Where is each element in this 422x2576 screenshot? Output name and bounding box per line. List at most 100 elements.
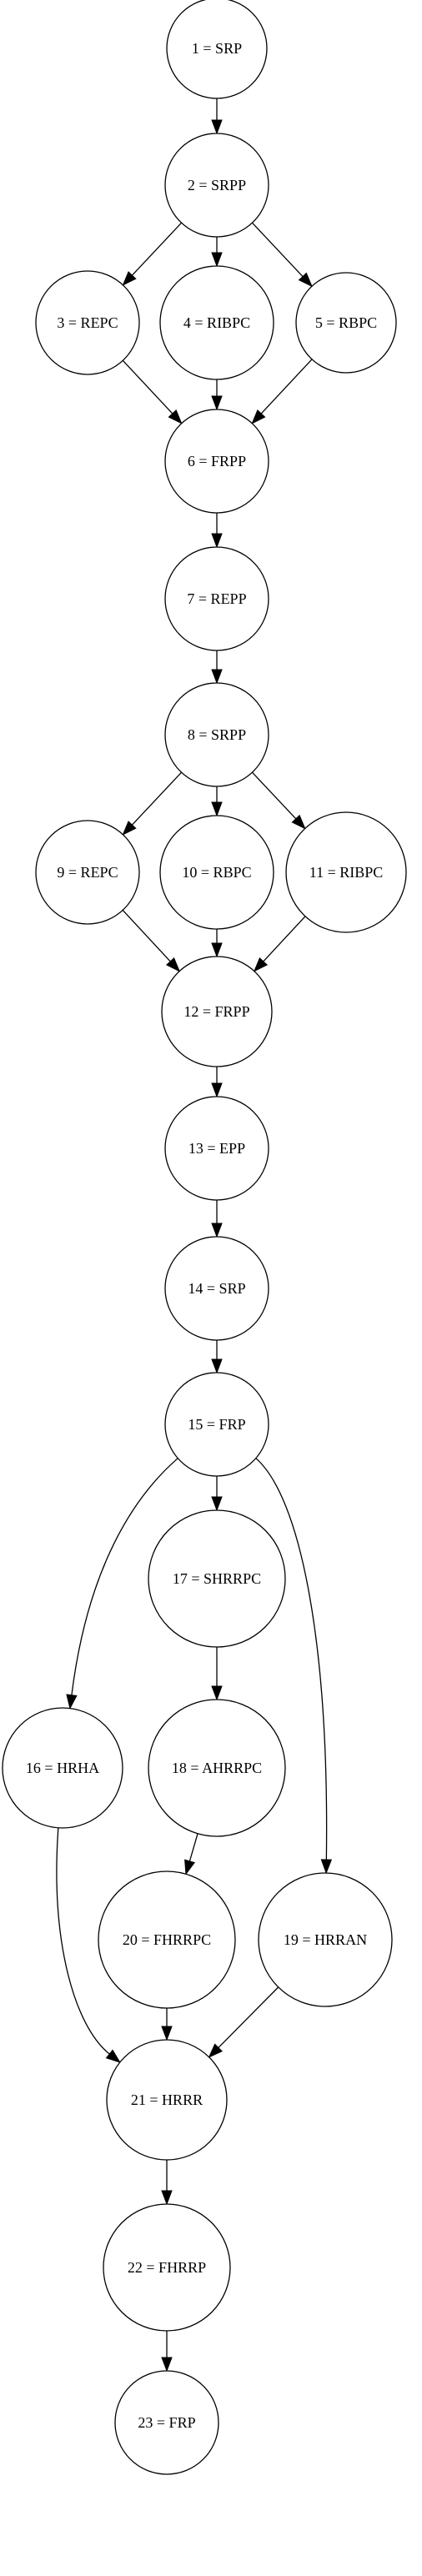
arrowhead-icon xyxy=(161,2190,173,2206)
diagram-edges xyxy=(56,98,333,2373)
node-circle xyxy=(164,133,269,238)
node-label: 4 = RIBPC xyxy=(183,314,250,331)
arrowhead-icon xyxy=(298,272,313,288)
arrowhead-icon xyxy=(251,409,266,424)
edge-line xyxy=(131,771,183,826)
arrowhead-icon xyxy=(122,271,137,286)
node-label: 5 = RBPC xyxy=(315,314,377,331)
arrowhead-icon xyxy=(211,1358,223,1374)
node-circle xyxy=(164,1372,269,1477)
node-circle xyxy=(148,1509,286,1648)
node-n2: 2 = SRPP xyxy=(164,133,269,238)
node-n23: 23 = FRP xyxy=(114,2370,219,2475)
node-label: 8 = SRPP xyxy=(188,726,246,743)
arrowhead-icon xyxy=(168,409,183,424)
node-label: 17 = SHRRPC xyxy=(173,1570,261,1587)
edge-n15-to-n19 xyxy=(255,1458,333,1875)
arrowhead-icon xyxy=(122,821,137,836)
edge-n16-to-n21 xyxy=(56,1827,121,2063)
edge-n9-to-n12 xyxy=(122,909,181,972)
edge-line xyxy=(251,222,304,278)
arrowhead-icon xyxy=(253,957,269,972)
edge-n1-to-n2 xyxy=(211,98,223,135)
arrowhead-icon xyxy=(291,814,306,830)
node-circle xyxy=(164,1096,269,1201)
node-label: 2 = SRPP xyxy=(188,177,246,193)
node-circle xyxy=(258,1872,393,2007)
edge-n8-to-n11 xyxy=(251,771,306,830)
edge-n2-to-n4 xyxy=(211,237,223,268)
arrowhead-icon xyxy=(161,2026,173,2041)
node-label: 16 = HRHA xyxy=(26,1760,99,1776)
node-n1: 1 = SRP xyxy=(166,0,268,99)
node-n5: 5 = RBPC xyxy=(295,272,397,374)
arrowhead-icon xyxy=(320,1859,333,1875)
edge-line xyxy=(218,1986,279,2048)
edge-n15-to-n17 xyxy=(211,1476,223,1512)
node-circle xyxy=(114,2370,219,2475)
arrowhead-icon xyxy=(211,119,223,135)
edge-n15-to-n16 xyxy=(66,1458,178,1710)
node-circle xyxy=(35,820,140,925)
arrowhead-icon xyxy=(211,669,223,685)
edge-n8-to-n9 xyxy=(122,771,183,836)
arrowhead-icon xyxy=(161,2357,173,2373)
node-n18: 18 = AHRRPC xyxy=(148,1699,286,1837)
edge-line xyxy=(122,359,173,414)
arrowhead-icon xyxy=(184,1859,195,1876)
node-label: 3 = REPC xyxy=(57,314,118,331)
node-label: 6 = FRPP xyxy=(188,453,246,470)
node-n4: 4 = RIBPC xyxy=(159,265,274,380)
node-circle xyxy=(106,2039,228,2161)
node-n8: 8 = SRPP xyxy=(164,682,269,787)
node-label: 7 = REPP xyxy=(187,590,246,607)
edge-line xyxy=(56,1827,110,2055)
node-circle xyxy=(2,1707,123,1829)
node-n22: 22 = FHRRP xyxy=(103,2203,231,2332)
node-n16: 16 = HRHA xyxy=(2,1707,123,1829)
edge-line xyxy=(251,771,297,820)
node-n15: 15 = FRP xyxy=(164,1372,269,1477)
node-circle xyxy=(161,956,273,1067)
node-n21: 21 = HRRR xyxy=(106,2039,228,2161)
arrowhead-icon xyxy=(211,1082,223,1098)
diagram-nodes: 1 = SRP 2 = SRPP 3 = REPC 4 = RIBPC 5 = RBPC… xyxy=(2,0,407,2475)
node-circle xyxy=(164,682,269,787)
edge-line xyxy=(131,222,183,276)
node-label: 10 = RBPC xyxy=(182,864,251,881)
node-n11: 11 = RIBPC xyxy=(285,811,407,933)
node-label: 21 = HRRR xyxy=(131,2091,203,2108)
arrowhead-icon xyxy=(211,1496,223,1512)
edge-line xyxy=(122,909,171,962)
edge-n8-to-n10 xyxy=(211,786,223,817)
edge-n18-to-n20 xyxy=(184,1833,198,1876)
edge-n20-to-n21 xyxy=(161,2008,173,2041)
arrowhead-icon xyxy=(211,1223,223,1238)
node-n14: 14 = SRP xyxy=(164,1236,269,1341)
node-label: 1 = SRP xyxy=(192,40,242,57)
node-label: 14 = SRP xyxy=(188,1280,245,1297)
edge-n7-to-n8 xyxy=(211,650,223,685)
edge-n13-to-n14 xyxy=(211,1200,223,1238)
node-label: 15 = FRP xyxy=(188,1416,245,1433)
node-label: 19 = HRRAN xyxy=(284,1931,367,1948)
node-circle xyxy=(159,265,274,380)
edge-n10-to-n12 xyxy=(211,929,223,958)
edge-line xyxy=(255,1458,328,1860)
node-circle xyxy=(35,270,140,375)
edge-n11-to-n12 xyxy=(253,916,306,972)
arrowhead-icon xyxy=(211,942,223,958)
edge-n3-to-n6 xyxy=(122,359,183,424)
edge-n2-to-n5 xyxy=(251,222,313,288)
node-label: 22 = FHRRP xyxy=(128,2259,206,2276)
arrowhead-icon xyxy=(105,2049,121,2063)
arrowhead-icon xyxy=(211,1685,223,1701)
node-label: 18 = AHRRPC xyxy=(172,1760,262,1776)
edge-n4-to-n6 xyxy=(211,379,223,411)
node-n12: 12 = FRPP xyxy=(161,956,273,1067)
node-label: 12 = FRPP xyxy=(183,1003,249,1020)
node-n3: 3 = REPC xyxy=(35,270,140,375)
edge-line xyxy=(263,916,306,962)
edge-n12-to-n13 xyxy=(211,1067,223,1098)
